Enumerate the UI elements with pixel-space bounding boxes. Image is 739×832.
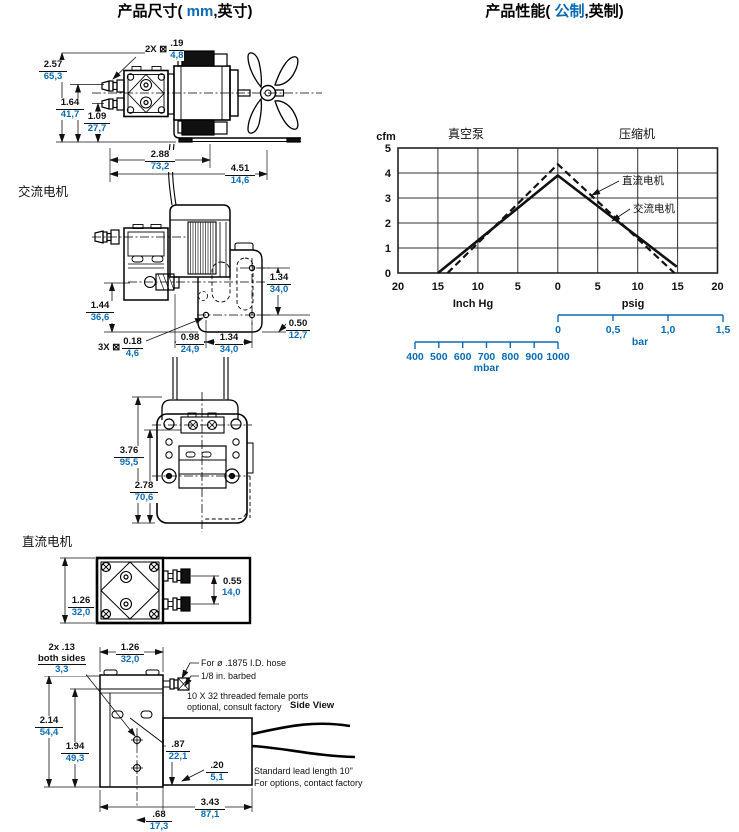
svg-text:5: 5 bbox=[595, 281, 601, 293]
svg-text:10: 10 bbox=[632, 281, 644, 293]
drawing-ac-front-view bbox=[92, 143, 310, 348]
note-lead-length: Standard lead length 10" bbox=[254, 766, 353, 776]
svg-text:700: 700 bbox=[478, 351, 496, 363]
svg-text:0: 0 bbox=[385, 268, 391, 280]
svg-text:600: 600 bbox=[454, 351, 472, 363]
y-axis-ticks: 5 4 3 2 1 0 bbox=[385, 143, 392, 280]
svg-text:400: 400 bbox=[406, 351, 424, 363]
legend-dc-motor: 直流电机 bbox=[622, 174, 664, 187]
svg-text:1: 1 bbox=[385, 243, 391, 255]
series-ac-motor-line bbox=[437, 173, 678, 275]
svg-text:0,5: 0,5 bbox=[606, 324, 621, 336]
svg-text:900: 900 bbox=[525, 351, 543, 363]
note-ports-2: optional, consult factory bbox=[187, 702, 282, 712]
svg-text:2: 2 bbox=[385, 218, 391, 230]
title-left-post: ,英寸) bbox=[213, 3, 253, 20]
label-side-view: Side View bbox=[290, 700, 335, 711]
legend-ac-motor: 交流电机 bbox=[633, 202, 675, 215]
mbar-axis bbox=[414, 341, 559, 349]
svg-text:5: 5 bbox=[515, 281, 521, 293]
region-label-compressor: 压缩机 bbox=[619, 126, 655, 141]
bar-axis-label: bar bbox=[632, 336, 648, 348]
svg-text:1,0: 1,0 bbox=[661, 324, 676, 336]
note-barb: 1/8 in. barbed bbox=[201, 671, 257, 681]
title-right-highlight: 公制 bbox=[554, 3, 585, 20]
svg-text:4: 4 bbox=[385, 168, 392, 180]
svg-text:800: 800 bbox=[502, 351, 520, 363]
svg-text:0: 0 bbox=[555, 281, 561, 293]
section-label-ac-motor: 交流电机 bbox=[18, 185, 69, 199]
svg-text:0: 0 bbox=[555, 324, 561, 336]
svg-text:3: 3 bbox=[385, 193, 391, 205]
drawing-ac-side-view bbox=[56, 50, 322, 182]
section-label-dc-motor: 直流电机 bbox=[22, 535, 73, 549]
drawing-rear-view bbox=[132, 357, 254, 532]
bar-axis-ticks: 0 0,5 1,0 1,5 bar bbox=[555, 324, 730, 348]
mbar-axis-label: mbar bbox=[474, 362, 500, 374]
mbar-axis-ticks: 400 500 600 700 800 900 1000 mbar bbox=[406, 351, 570, 374]
title-left-pre: 产品尺寸( bbox=[117, 3, 187, 20]
svg-text:20: 20 bbox=[392, 281, 404, 293]
page-title-dimensions: 产品尺寸( mm,英寸) bbox=[0, 0, 370, 21]
x-axis-label-left: Inch Hg bbox=[453, 298, 493, 310]
performance-chart: 5 4 3 2 1 0 cfm 20 15 10 5 0 5 10 15 20 … bbox=[376, 126, 730, 374]
svg-text:1000: 1000 bbox=[546, 351, 570, 363]
drawing-dc-top-view bbox=[60, 556, 252, 625]
svg-text:500: 500 bbox=[430, 351, 448, 363]
series-dc-motor-line bbox=[446, 162, 676, 274]
svg-text:1,5: 1,5 bbox=[716, 324, 731, 336]
title-right-post: ,英制) bbox=[584, 3, 624, 20]
note-hose: For ø .1875 I.D. hose bbox=[201, 658, 287, 668]
svg-text:5: 5 bbox=[385, 143, 391, 155]
y-axis-label: cfm bbox=[376, 131, 396, 143]
x-axis-label-right: psig bbox=[622, 298, 645, 310]
page-title-performance: 产品性能( 公制,英制) bbox=[370, 0, 739, 21]
region-label-vacuum: 真空泵 bbox=[448, 127, 484, 141]
svg-text:15: 15 bbox=[432, 281, 444, 293]
x-axis-ticks: 20 15 10 5 0 5 10 15 20 bbox=[392, 281, 724, 293]
title-left-highlight: mm bbox=[186, 3, 214, 20]
note-ports-1: 10 X 32 threaded female ports bbox=[187, 691, 309, 701]
svg-text:15: 15 bbox=[671, 281, 683, 293]
svg-text:10: 10 bbox=[472, 281, 484, 293]
bar-axis bbox=[557, 314, 724, 322]
title-right-pre: 产品性能( bbox=[485, 3, 555, 20]
note-options: For options, contact factory bbox=[254, 778, 363, 788]
svg-text:20: 20 bbox=[711, 281, 723, 293]
